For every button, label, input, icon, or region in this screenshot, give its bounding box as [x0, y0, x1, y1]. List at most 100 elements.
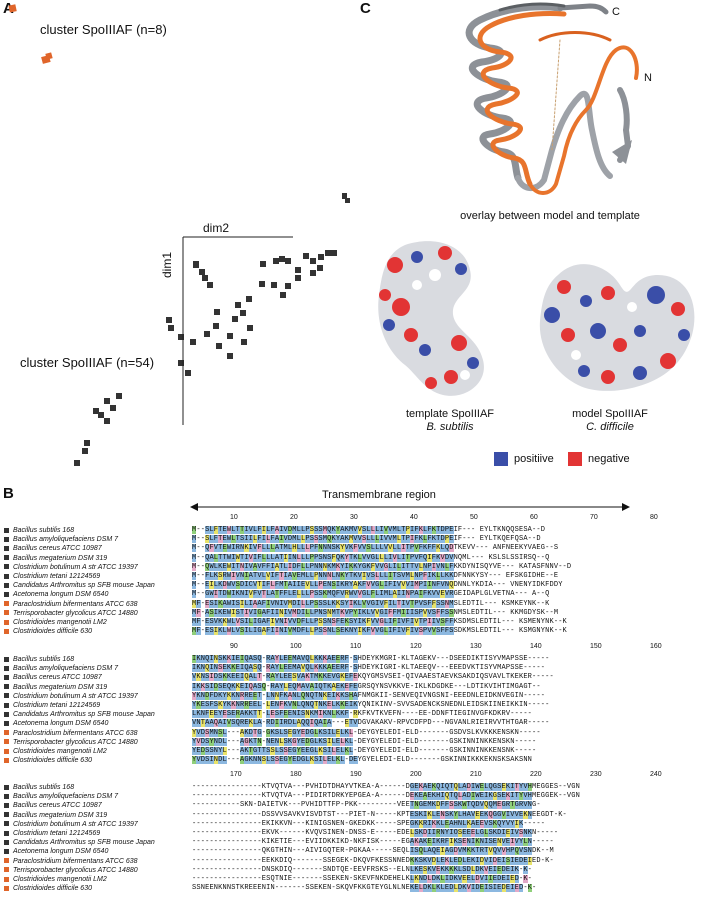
species-label: Candidatus Arthromitus sp SFB mouse Japa… — [4, 581, 155, 590]
template-surface-structure — [378, 241, 484, 396]
alignment-sequence-row: IKNQINSEKKEIQASQ-RAYLEEMAVQLKKKAEERF-SHD… — [192, 664, 546, 673]
species-name: Clostridium botulinum A str ATCC 19397 — [13, 563, 138, 571]
species-label: Terrisporobacter glycolicus ATCC 14880 — [4, 609, 138, 618]
species-name: Clostridium tetani 12124569 — [13, 573, 101, 580]
cluster-point — [331, 250, 337, 256]
cluster-point — [342, 193, 347, 199]
cluster-point — [318, 254, 324, 260]
species-group-marker — [4, 592, 9, 598]
alignment-sequence-row: MF-ESIKLWLVSILIGAFIINIVMDFLLPSSNLSEKNYIK… — [192, 627, 567, 636]
alignment-sequence-row: YVDSINDL---AGKNNSLSSEGYEDGLKSILELKL-DEYG… — [192, 756, 533, 765]
species-label: Bacillus subtilis 168 — [4, 526, 74, 535]
cluster-point — [235, 302, 241, 308]
species-group-marker — [4, 803, 9, 809]
species-group-marker — [4, 573, 9, 579]
species-group-marker — [4, 564, 9, 570]
cluster-point — [74, 460, 80, 466]
transmembrane-region-label: Transmembrane region — [322, 489, 436, 501]
species-label: Clostridium botulinum A str ATCC 19397 — [4, 820, 138, 829]
cluster-point — [285, 283, 291, 289]
species-label: Acetonema longum DSM 6540 — [4, 847, 108, 856]
cluster-point — [110, 405, 116, 411]
alignment-sequence-row: ----------------KIKETIE---EVIIDKKIKD-NKF… — [192, 838, 554, 847]
ruler-tick-label: 180 — [290, 771, 302, 778]
species-name: Terrisporobacter glycolicus ATCC 14880 — [13, 866, 138, 874]
species-group-marker — [4, 610, 9, 616]
negative-swatch — [568, 452, 582, 466]
species-name: Paraclostridium bifermentans ATCC 638 — [13, 729, 138, 737]
cluster-point — [345, 198, 350, 203]
cluster-point — [273, 258, 279, 264]
species-group-marker — [4, 748, 9, 754]
species-group-marker — [4, 693, 9, 699]
ruler-tick-label: 60 — [530, 514, 538, 521]
species-name: Clostridioides mangenotii LM2 — [13, 619, 107, 626]
ruler-tick-label: 30 — [350, 514, 358, 521]
species-label: Clostridioides difficile 630 — [4, 627, 92, 636]
cluster-point — [168, 325, 174, 331]
species-label: Clostridioides mangenotii LM2 — [4, 618, 107, 627]
species-label: Clostridium tetani 12124569 — [4, 829, 100, 838]
model-surface-structure — [539, 264, 695, 391]
cluster-point — [190, 339, 196, 345]
ruler-tick-label: 110 — [350, 643, 362, 650]
species-group-marker — [4, 876, 9, 882]
species-group-marker — [4, 601, 9, 607]
cluster-point — [271, 282, 277, 288]
species-label: Clostridium botulinum A str ATCC 19397 — [4, 563, 138, 572]
alignment-sequence-row: -----------SKN-DAIETVK---PVHIDTTFP-PKK--… — [192, 801, 541, 810]
ruler-tick-label: 160 — [650, 643, 662, 650]
cluster-point — [178, 360, 184, 366]
species-name: Terrisporobacter glycolicus ATCC 14880 — [13, 738, 138, 746]
species-name: Acetonema longum DSM 6540 — [13, 848, 109, 856]
species-label: Bacillus amyloliquefaciens DSM 7 — [4, 792, 118, 801]
species-label: Clostridioides difficile 630 — [4, 756, 92, 765]
cluster-point — [116, 393, 122, 399]
species-name: Clostridioides difficile 630 — [13, 885, 92, 893]
alignment-sequence-row: IKKSIDSEQKKEIQASQ-RAYLEQMAVAIQTKAEKEFEGR… — [192, 682, 541, 691]
species-group-marker — [4, 684, 9, 690]
species-label: Terrisporobacter glycolicus ATCC 14880 — [4, 738, 138, 747]
alignment-sequence-row: VNTAAQAIVSQREKLA-RDIIRDLAQQIQAIA---ETVDG… — [192, 719, 550, 728]
cluster-point — [8, 4, 17, 13]
species-group-marker — [4, 527, 9, 533]
alignment-sequence-row: SSNEENKNNSTKREEENIN-------SSEKEN-SKQVFKK… — [192, 884, 537, 893]
ruler-tick-label: 170 — [230, 771, 242, 778]
cluster-point — [285, 258, 291, 264]
species-group-marker — [4, 619, 9, 625]
alignment-sequence-row: ----------------EEKKDIQ-------SSEGEK-DKQ… — [192, 856, 554, 865]
ruler-tick-label: 130 — [470, 643, 482, 650]
species-name: Clostridioides difficile 630 — [13, 757, 92, 765]
cluster-point — [246, 296, 252, 302]
cluster-point — [185, 370, 191, 376]
cluster-large-points — [74, 193, 350, 466]
alignment-sequence-row: M--GWITDWIKNIVFVTLATFFLELLLPSSKMQFVRWVVG… — [192, 590, 550, 599]
cluster-point — [295, 267, 301, 273]
ruler-tick-label: 120 — [410, 643, 422, 650]
alignment-sequence-row: MF-ASIKEWISTIVIGAFIINIVMDILLPNSNMTKVPYIK… — [192, 608, 559, 617]
cluster-point — [193, 261, 199, 268]
panel-c-letter: C — [360, 0, 371, 17]
species-group-marker — [4, 675, 9, 681]
cluster-point — [295, 275, 301, 281]
template-caption-title: template SpoIIIAF — [405, 408, 495, 420]
n-terminus-label: N — [644, 72, 652, 84]
species-group-marker — [4, 885, 9, 891]
species-label: Bacillus megaterium DSM 319 — [4, 683, 107, 692]
species-group-marker — [4, 858, 9, 864]
species-label: Clostridioides mangenotii LM2 — [4, 747, 107, 756]
alignment-sequence-row: ----------------KTVQTVA---PIDIRTDRKYEPGE… — [192, 792, 580, 801]
species-group-marker — [4, 582, 9, 588]
positive-swatch — [494, 452, 508, 466]
species-label: Paraclostridium bifermentans ATCC 638 — [4, 857, 138, 866]
axis-x-label: dim2 — [203, 221, 230, 235]
cluster-point — [98, 412, 104, 418]
legend-negative: negative — [568, 452, 630, 466]
species-label: Bacillus subtilis 168 — [4, 783, 74, 792]
species-group-marker — [4, 867, 9, 873]
species-label: Bacillus megaterium DSM 319 — [4, 554, 107, 563]
species-group-marker — [4, 739, 9, 745]
ribbon-overlay-structure — [465, 2, 639, 195]
alignment-sequence-row: ----------------KTVQTVA---PVHIDTDHAYVTKE… — [192, 783, 580, 791]
